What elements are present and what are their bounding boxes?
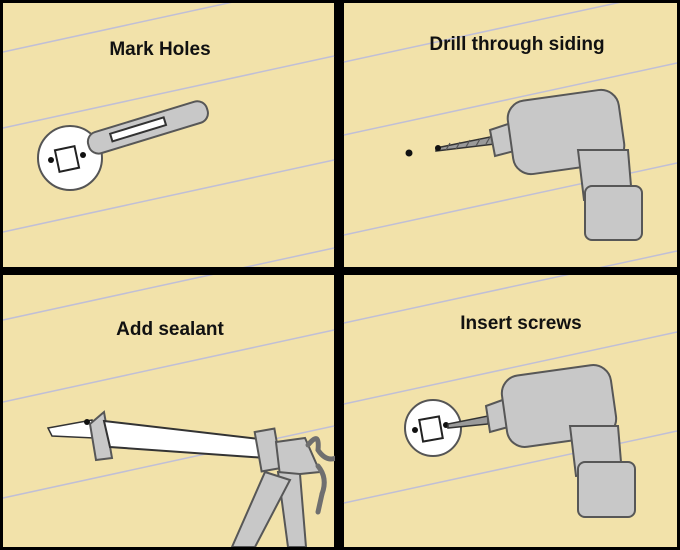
outlet-plate-icon [404, 399, 462, 457]
panel-insert-screws: Insert screws [343, 250, 678, 547]
caulk-gun-icon [46, 410, 339, 548]
panel-mark-holes: Mark Holes [2, 0, 335, 267]
panel-title: Add sealant [116, 319, 224, 340]
siding-lines [2, 0, 335, 233]
drill-icon [435, 88, 643, 241]
siding-lines [343, 250, 678, 504]
drill-icon [447, 364, 636, 518]
panel-drill-through-siding: Drill through siding [343, 0, 678, 267]
marker-pen-icon [86, 100, 209, 155]
siding-lines [2, 247, 335, 499]
panel-title: Insert screws [460, 313, 581, 334]
panel-add-sealant: Add sealant [2, 247, 339, 548]
panel-title: Mark Holes [109, 39, 210, 60]
outlet-plate-icon [37, 125, 103, 191]
panel-title: Drill through siding [429, 34, 604, 55]
marked-hole [405, 149, 413, 157]
